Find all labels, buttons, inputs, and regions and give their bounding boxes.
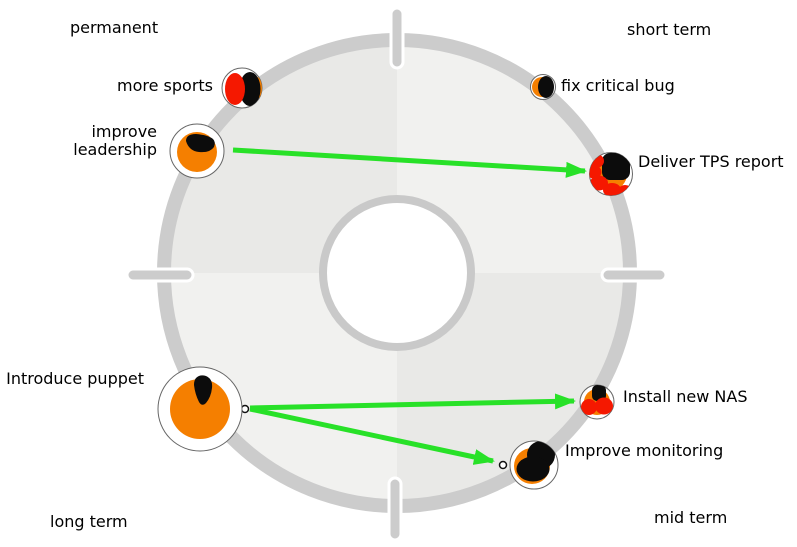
arrows	[232, 147, 587, 465]
arrow-origin-handle[interactable]	[240, 404, 250, 414]
node-install-new-nas[interactable]	[579, 384, 615, 420]
red-sticker	[590, 175, 608, 191]
black-sticker	[194, 375, 213, 405]
node-label-install-new-nas[interactable]: Install new NAS	[623, 387, 748, 406]
black-sticker	[538, 76, 554, 98]
tick-right	[600, 267, 668, 283]
quadrant-label-long-term: long term	[50, 512, 128, 531]
node-introduce-puppet[interactable]	[157, 366, 243, 452]
red-sticker	[595, 397, 613, 415]
tick-left	[125, 267, 195, 283]
node-stickers	[532, 76, 554, 98]
tick-top	[389, 6, 405, 70]
black-sticker	[239, 72, 261, 106]
red-sticker	[603, 183, 621, 196]
node-more-sports[interactable]	[221, 67, 264, 109]
red-sticker	[589, 165, 602, 179]
node-label-introduce-puppet[interactable]: Introduce puppet	[6, 369, 144, 388]
node-label-deliver-tps-report[interactable]: Deliver TPS report	[638, 152, 784, 171]
node-improve-monitoring[interactable]	[509, 440, 559, 490]
tick-bottom	[387, 476, 403, 542]
node-label-fix-critical-bug[interactable]: fix critical bug	[561, 76, 675, 95]
wheel-center-hub	[319, 195, 475, 351]
orange-sticker	[170, 379, 230, 439]
arrow-end-handle[interactable]	[498, 460, 508, 470]
node-stickers	[581, 385, 613, 415]
node-deliver-tps-report[interactable]	[587, 152, 633, 198]
quadrant-label-mid-term: mid term	[654, 508, 728, 527]
black-sticker	[516, 456, 550, 482]
node-stickers	[225, 72, 262, 106]
node-stickers	[514, 441, 555, 484]
arrow-introduce-puppet-to-install-new-nas[interactable]	[249, 393, 576, 411]
node-improve-leadership[interactable]	[169, 123, 225, 179]
arrow-introduce-puppet-to-improve-monitoring[interactable]	[249, 406, 495, 465]
black-sticker	[592, 385, 606, 401]
quadrant-label-short-term: short term	[627, 20, 712, 39]
node-fix-critical-bug[interactable]	[530, 74, 556, 100]
node-label-improve-monitoring[interactable]: Improve monitoring	[565, 441, 724, 460]
node-label-improve-leadership[interactable]: improve leadership	[73, 122, 157, 159]
arrow-improve-leadership-to-deliver-tps-report[interactable]	[232, 147, 587, 178]
quadrant-label-permanent: permanent	[70, 18, 159, 37]
node-stickers	[177, 132, 217, 172]
red-sticker	[581, 399, 597, 415]
node-label-more-sports[interactable]: more sports	[117, 76, 213, 95]
black-sticker	[186, 134, 215, 153]
red-sticker	[225, 73, 245, 105]
black-sticker	[602, 153, 630, 180]
node-stickers	[170, 375, 230, 439]
